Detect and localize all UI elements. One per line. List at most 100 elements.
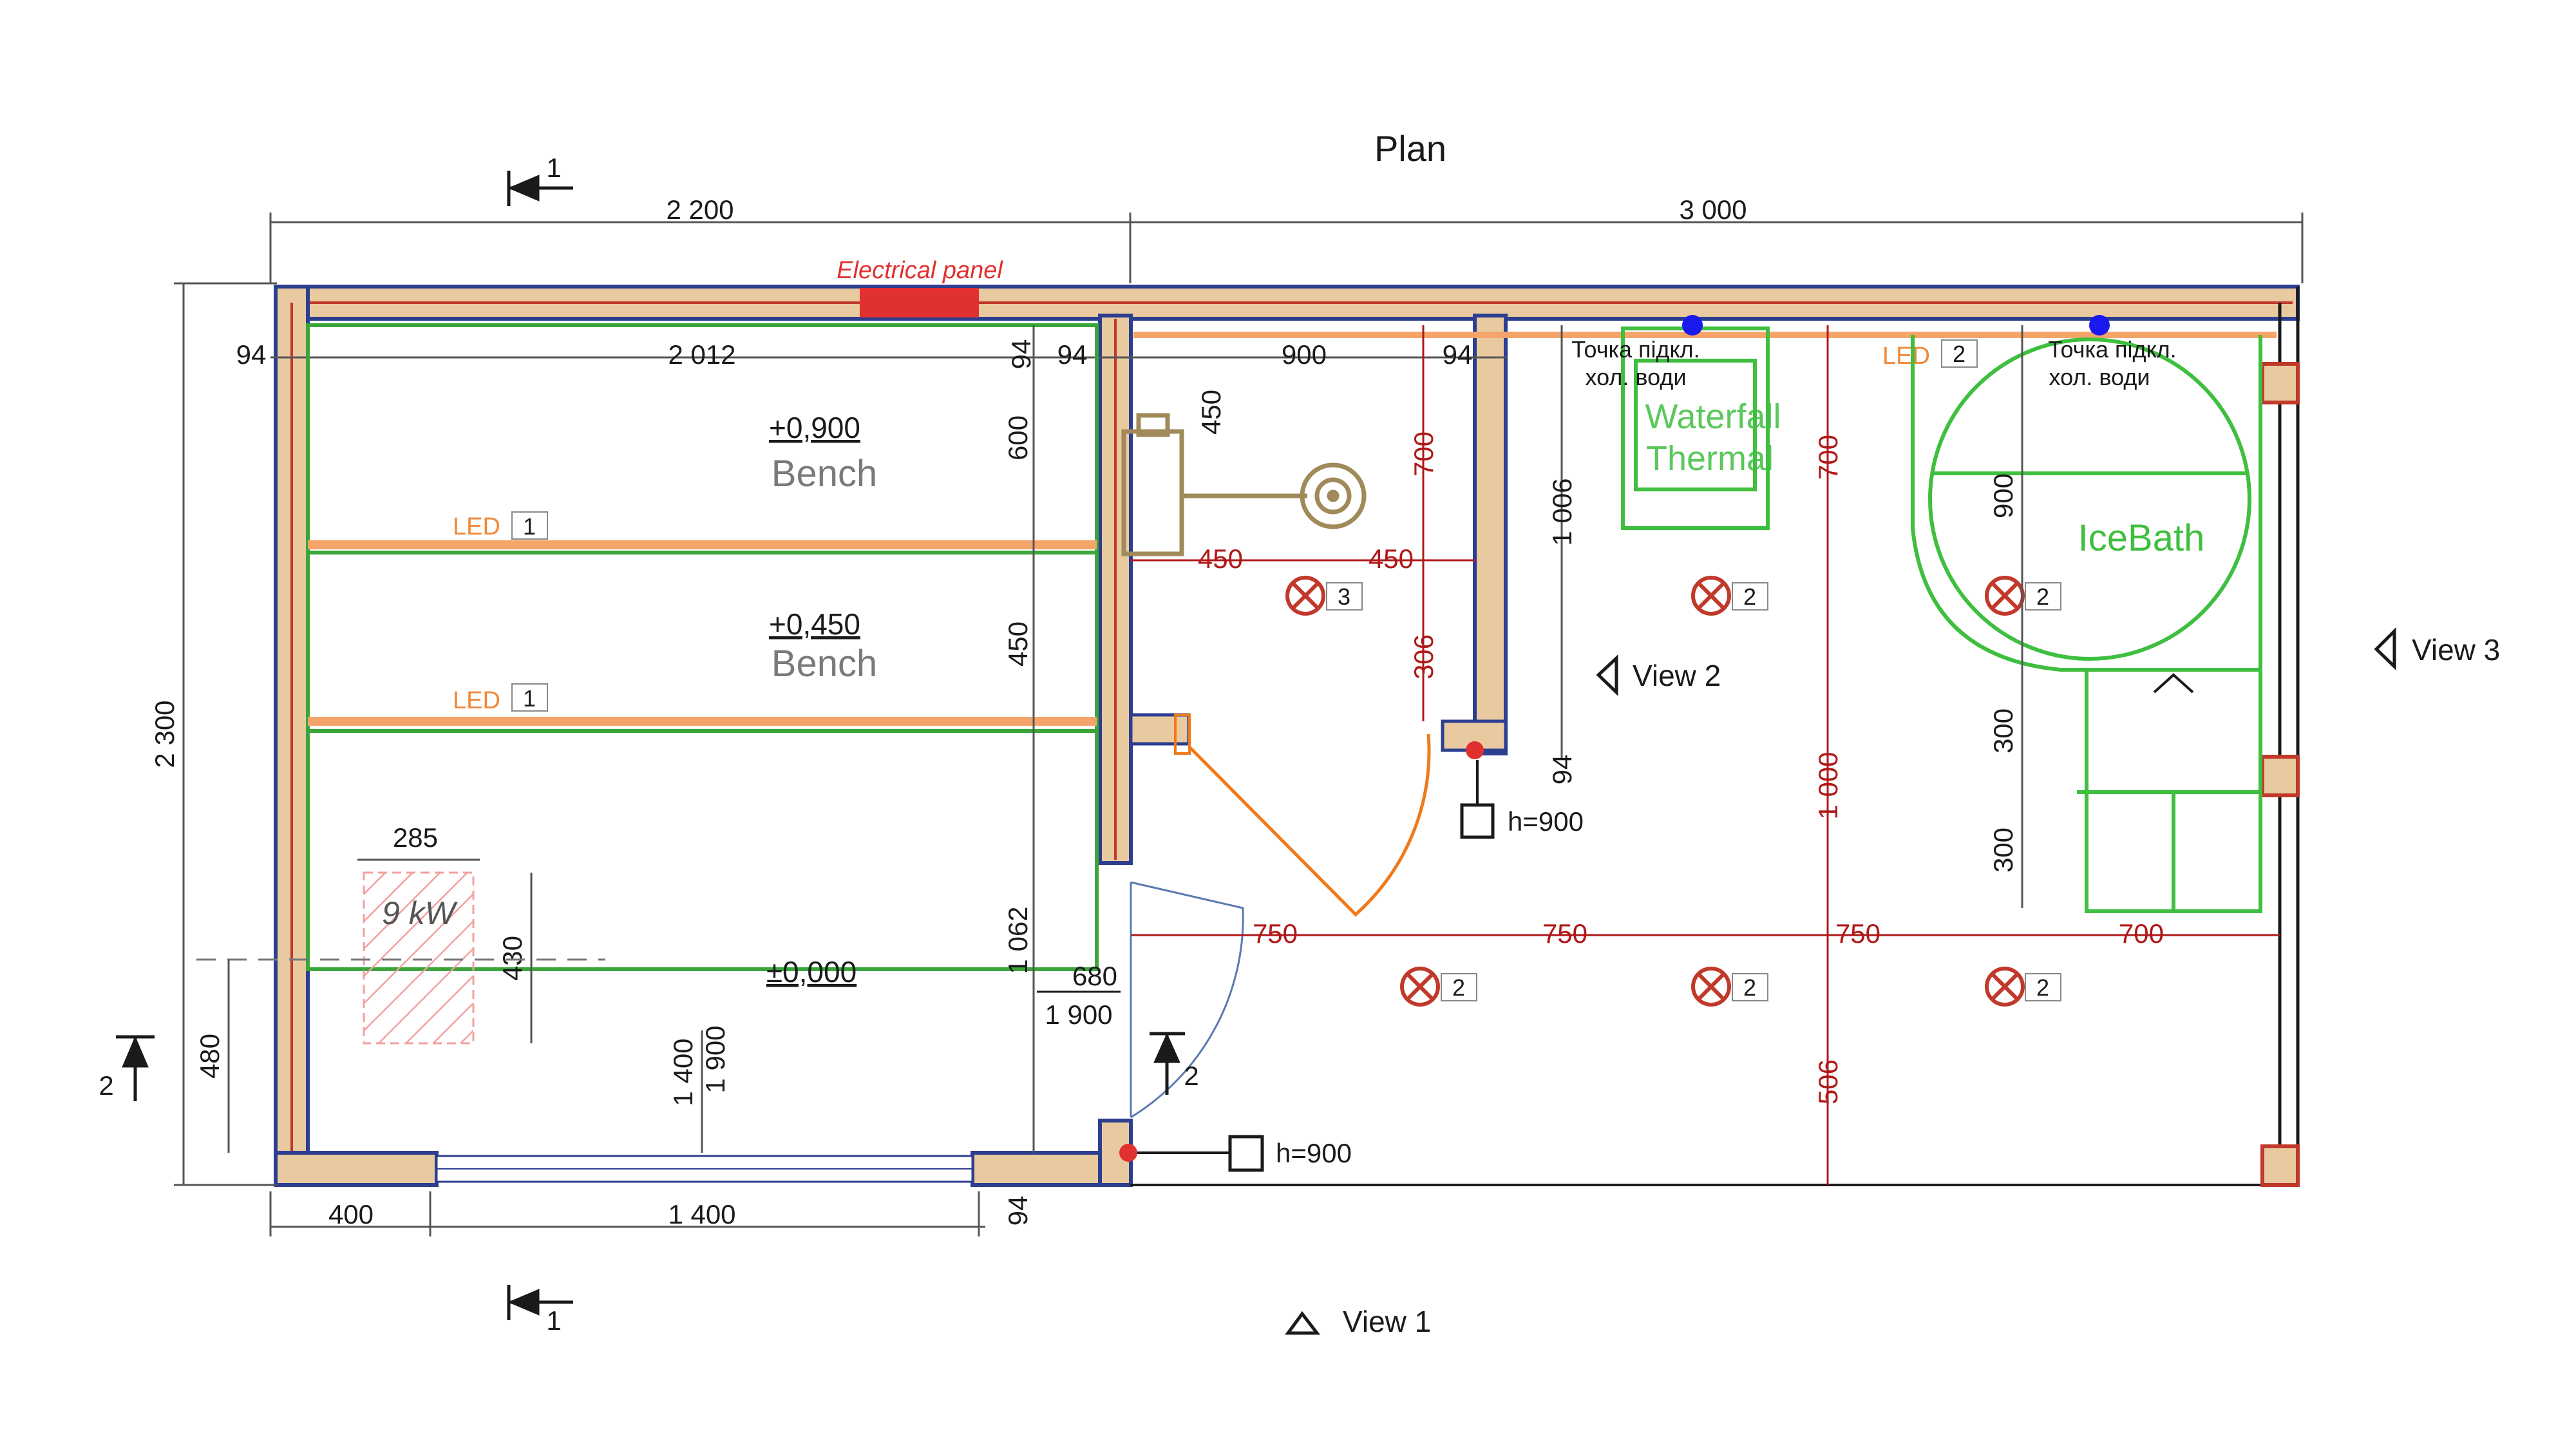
dim-lower: 1 062: [1003, 906, 1033, 974]
section-2-door-label: 2: [1184, 1061, 1198, 1091]
dim-1006: 1 006: [1547, 478, 1577, 545]
dim-bench-top: 600: [1003, 415, 1033, 460]
electrical-panel: [860, 288, 979, 317]
led-tag-3: 2: [1953, 341, 1965, 367]
light-fixtures: [1285, 576, 2025, 1007]
dim-bench-width: 2 012: [668, 339, 735, 370]
dim-red-750a: 750: [1253, 918, 1298, 949]
dim-top-left: 2 200: [666, 194, 734, 225]
left-dims: [174, 282, 277, 1186]
switch-height-2: h=900: [1276, 1138, 1352, 1168]
led-label-2: LED: [453, 687, 500, 714]
waterfall-label-1: Waterfall: [1645, 397, 1781, 436]
water-point-1-line2: хол. води: [1586, 364, 1687, 390]
door-width: 680: [1072, 961, 1117, 991]
led-label-3: LED: [1882, 343, 1930, 370]
dim-red-750b: 750: [1542, 918, 1587, 949]
dim-300a: 300: [1988, 708, 2018, 753]
section-2-left-label: 2: [99, 1070, 113, 1101]
section-marker-2-left: [116, 1035, 155, 1101]
dim-heater-h: 430: [497, 936, 527, 981]
section-marker-2-door: [1150, 1032, 1185, 1095]
bench-label-upper: Bench: [772, 453, 877, 495]
dim-red-700h: 700: [2119, 918, 2164, 949]
dim-window-a: 1 400: [668, 1038, 698, 1106]
dim-red-700: 700: [1408, 431, 1439, 477]
bottom-dims: [269, 1191, 985, 1236]
dim-900: 900: [1988, 473, 2018, 518]
walls: [274, 285, 2300, 1187]
electrical-panel-label: Electrical panel: [837, 257, 1003, 284]
dim-window-b: 1 900: [700, 1025, 730, 1093]
section-1-top-label: 1: [546, 153, 561, 183]
light-tag-4: 2: [1452, 974, 1465, 1001]
led-tag-1: 1: [523, 513, 536, 540]
dim-wall-a: 94: [236, 339, 267, 370]
dim-red-306: 306: [1408, 634, 1439, 679]
switch-height-1: h=900: [1508, 806, 1584, 837]
dim-top-right: 3 000: [1679, 194, 1747, 225]
bench-label-middle: Bench: [772, 643, 877, 685]
view-2-label: View 2: [1633, 659, 1721, 692]
water-point-1: [1682, 315, 1703, 336]
water-point-2-line2: хол. води: [2049, 364, 2150, 390]
switch-shower: [1460, 741, 1495, 839]
light-tag-shower: 3: [1338, 583, 1350, 610]
view-3-label: View 3: [2412, 633, 2500, 667]
section-1-bottom-label: 1: [546, 1305, 561, 1336]
icebath: [1911, 335, 2262, 913]
dim-red-750c: 750: [1835, 918, 1880, 949]
door-height: 1 900: [1045, 999, 1112, 1030]
level-upper: +0,900: [769, 411, 860, 444]
level-floor: ±0,000: [766, 955, 857, 989]
led-strips: [308, 332, 2277, 726]
dim-bottom-wall: 94: [1003, 1196, 1033, 1226]
light-tag-2: 2: [1743, 583, 1756, 610]
level-middle: +0,450: [769, 607, 860, 641]
dim-bench-mid: 450: [1003, 621, 1033, 667]
dim-bottom-left: 400: [328, 1199, 374, 1229]
view-2-marker-icon: [1596, 654, 1618, 696]
dim-red-1000: 1 000: [1813, 752, 1843, 819]
view-1-label: View 1: [1343, 1305, 1431, 1338]
water-point-2: [2089, 315, 2110, 336]
dim-wall-c: 94: [1057, 339, 1088, 370]
light-tag-5: 2: [1743, 974, 1756, 1001]
icebath-label: IceBath: [2078, 517, 2205, 559]
dim-red-700b: 700: [1813, 435, 1843, 480]
dim-shower-width: 900: [1282, 339, 1327, 370]
water-point-2-line1: Точка підкл.: [2048, 336, 2176, 363]
waterfall-label-2: Thermal: [1646, 439, 1774, 478]
switch-entry: [1119, 1135, 1264, 1172]
light-tag-6: 2: [2036, 974, 2049, 1001]
benches: [306, 323, 1099, 971]
plan-title: Plan: [1374, 128, 1446, 169]
dim-300b: 300: [1988, 828, 2018, 873]
dim-bottom-window: 1 400: [668, 1199, 735, 1229]
dim-wall-d: 94: [1443, 339, 1473, 370]
dim-wall-b: 94: [1006, 339, 1036, 370]
water-point-1-line1: Точка підкл.: [1571, 336, 1700, 363]
view-1-marker-icon: [1285, 1311, 1321, 1335]
led-label-1: LED: [453, 513, 500, 540]
dim-94-vert: 94: [1547, 755, 1577, 785]
section-marker-1-top: [507, 171, 573, 206]
heater-power: 9 kW: [382, 895, 459, 931]
dim-shower-450b: 450: [1368, 544, 1414, 574]
stair-arrow-icon: [2153, 673, 2194, 694]
heater: [363, 871, 475, 1045]
dim-shower-top: 450: [1196, 390, 1226, 435]
dim-left-offset: 480: [194, 1034, 225, 1079]
section-marker-1-bottom: [507, 1285, 573, 1320]
dim-shower-450a: 450: [1198, 544, 1243, 574]
shower-door-swing: [1188, 734, 1431, 917]
shower-fixture: [1121, 413, 1367, 556]
dim-red-506: 506: [1813, 1059, 1843, 1104]
view-3-marker-icon: [2374, 627, 2396, 670]
dim-left-total: 2 300: [149, 700, 180, 768]
dim-heater-w: 285: [393, 822, 438, 853]
led-tag-2: 1: [523, 685, 536, 712]
light-tag-3: 2: [2036, 583, 2049, 610]
top-dimension: [269, 213, 2304, 283]
